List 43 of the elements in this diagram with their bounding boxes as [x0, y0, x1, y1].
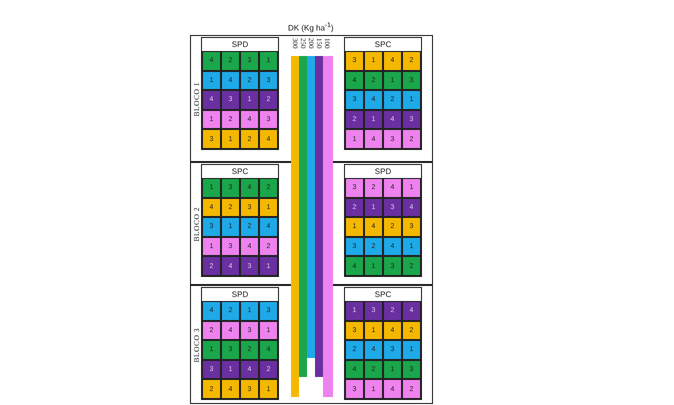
treatment-heading: SPD	[374, 166, 392, 178]
treatment-heading: SPC	[374, 289, 392, 301]
plot-row	[202, 379, 278, 399]
plot-row	[202, 360, 278, 380]
plot-row	[202, 236, 278, 256]
plot-row	[345, 70, 421, 90]
plot-row	[345, 90, 421, 110]
treatment-heading: SPD	[230, 289, 250, 301]
plot-panel	[344, 287, 422, 400]
plot-row	[345, 301, 421, 321]
plot-row	[345, 236, 421, 256]
plot-row	[345, 256, 421, 276]
plot-row	[202, 90, 278, 110]
plot-row	[202, 320, 278, 340]
plot-row	[202, 178, 278, 198]
plot-panel	[344, 164, 422, 277]
plot-row	[202, 301, 278, 321]
treatment-heading: SPD	[230, 39, 250, 51]
plot-row	[202, 110, 278, 130]
plot-row	[345, 360, 421, 380]
plot-row	[345, 129, 421, 149]
plot-row	[202, 70, 278, 90]
plot-row	[345, 320, 421, 340]
title: DK (Kg ha$^{-1}$)	[288, 22, 334, 33]
plot-row	[202, 51, 278, 71]
plot-row	[202, 340, 278, 360]
treatment-heading: SPC	[230, 166, 250, 178]
plot-row	[202, 198, 278, 218]
plot-row	[202, 217, 278, 237]
plot-row	[345, 340, 421, 360]
plot-panel	[344, 37, 422, 150]
plot-row	[345, 379, 421, 399]
plot-panel	[201, 164, 279, 277]
plot-row	[345, 51, 421, 71]
plot-panel	[201, 287, 279, 400]
plot-panel	[201, 37, 279, 150]
plot-row	[202, 129, 278, 149]
plot-row	[345, 217, 421, 237]
plot-row	[345, 110, 421, 130]
treatment-heading: SPC	[374, 39, 392, 51]
plot-row	[345, 178, 421, 198]
plot-row	[345, 198, 421, 218]
plot-row	[202, 256, 278, 276]
